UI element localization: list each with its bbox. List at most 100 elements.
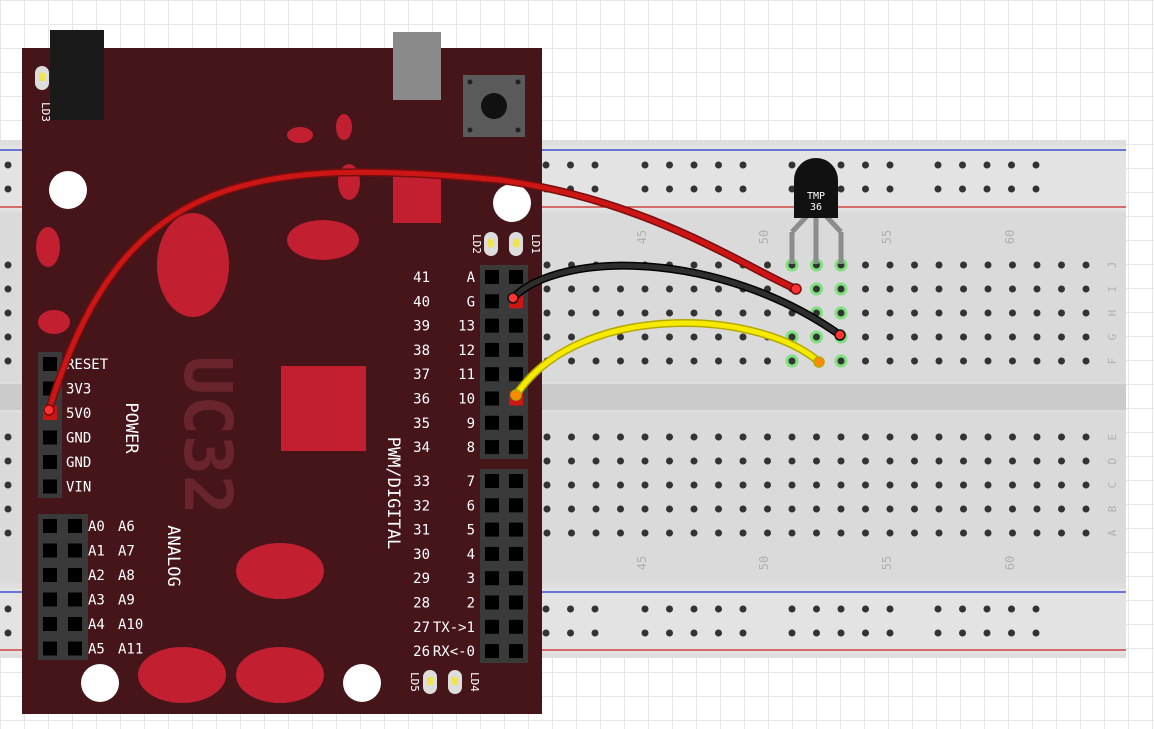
breadboard-hole[interactable] [568, 505, 575, 513]
breadboard-hole[interactable] [788, 505, 796, 513]
breadboard-hole[interactable] [813, 505, 820, 513]
breadboard-hole[interactable] [837, 457, 845, 465]
breadboard-hole[interactable] [960, 433, 967, 441]
wire-endpoint[interactable] [790, 283, 802, 295]
header-pin[interactable] [509, 595, 523, 610]
breadboard-hole[interactable] [543, 529, 551, 537]
breadboard-hole[interactable] [592, 309, 600, 317]
breadboard-hole[interactable] [568, 433, 575, 441]
breadboard-hole[interactable] [862, 357, 869, 365]
rail-hole[interactable] [862, 629, 869, 637]
breadboard-hole[interactable] [837, 285, 845, 293]
breadboard-hole[interactable] [1058, 333, 1065, 341]
breadboard-hole[interactable] [935, 333, 943, 341]
header-pin[interactable] [485, 474, 499, 488]
breadboard-hole[interactable] [641, 457, 649, 465]
rail-hole[interactable] [983, 629, 991, 637]
header-pin[interactable] [485, 391, 499, 406]
breadboard-hole[interactable] [715, 309, 722, 317]
breadboard-hole[interactable] [935, 505, 943, 513]
breadboard-hole[interactable] [1082, 481, 1090, 489]
breadboard-hole[interactable] [690, 261, 698, 269]
header-pin[interactable] [509, 415, 523, 430]
breadboard-hole[interactable] [617, 285, 624, 293]
breadboard-hole[interactable] [788, 481, 796, 489]
breadboard-hole[interactable] [862, 481, 869, 489]
breadboard-hole[interactable] [666, 357, 673, 365]
header-pin[interactable] [509, 546, 523, 561]
breadboard-hole[interactable] [666, 505, 673, 513]
rail-hole[interactable] [641, 605, 649, 613]
breadboard-hole[interactable] [617, 309, 624, 317]
rail-hole[interactable] [934, 605, 942, 613]
breadboard-hole[interactable] [592, 481, 600, 489]
breadboard-hole[interactable] [666, 481, 673, 489]
breadboard-hole[interactable] [4, 261, 12, 269]
breadboard-hole[interactable] [568, 309, 575, 317]
breadboard-hole[interactable] [592, 285, 600, 293]
rail-hole[interactable] [788, 605, 796, 613]
breadboard-hole[interactable] [4, 457, 12, 465]
rail-hole[interactable] [837, 185, 845, 193]
breadboard-hole[interactable] [568, 357, 575, 365]
header-pin[interactable] [68, 617, 82, 631]
breadboard-hole[interactable] [1033, 481, 1041, 489]
breadboard-hole[interactable] [1033, 505, 1041, 513]
breadboard-hole[interactable] [984, 481, 992, 489]
breadboard-hole[interactable] [837, 357, 845, 365]
breadboard-hole[interactable] [568, 285, 575, 293]
breadboard-hole[interactable] [960, 333, 967, 341]
breadboard-hole[interactable] [690, 505, 698, 513]
breadboard-hole[interactable] [862, 433, 869, 441]
breadboard-hole[interactable] [984, 505, 992, 513]
rail-hole[interactable] [788, 161, 796, 169]
breadboard-hole[interactable] [543, 457, 551, 465]
rail-hole[interactable] [837, 605, 845, 613]
header-pin[interactable] [509, 342, 523, 357]
breadboard-hole[interactable] [4, 309, 12, 317]
breadboard-hole[interactable] [862, 285, 869, 293]
breadboard-hole[interactable] [592, 505, 600, 513]
breadboard-hole[interactable] [739, 433, 747, 441]
breadboard-hole[interactable] [715, 261, 722, 269]
breadboard-hole[interactable] [641, 433, 649, 441]
breadboard-hole[interactable] [1009, 357, 1016, 365]
breadboard-hole[interactable] [911, 285, 918, 293]
breadboard-hole[interactable] [813, 333, 820, 341]
breadboard-hole[interactable] [641, 285, 649, 293]
breadboard-hole[interactable] [911, 505, 918, 513]
breadboard-hole[interactable] [715, 333, 722, 341]
breadboard-hole[interactable] [1009, 309, 1016, 317]
breadboard-hole[interactable] [4, 505, 12, 513]
breadboard-hole[interactable] [739, 505, 747, 513]
breadboard-hole[interactable] [886, 505, 894, 513]
rail-hole[interactable] [542, 605, 550, 613]
breadboard-hole[interactable] [739, 357, 747, 365]
rail-hole[interactable] [690, 161, 698, 169]
breadboard-hole[interactable] [666, 457, 673, 465]
breadboard-hole[interactable] [862, 457, 869, 465]
breadboard-hole[interactable] [886, 333, 894, 341]
header-pin[interactable] [509, 270, 523, 284]
breadboard-hole[interactable] [690, 333, 698, 341]
breadboard-hole[interactable] [1082, 505, 1090, 513]
breadboard-hole[interactable] [739, 481, 747, 489]
rail-hole[interactable] [715, 629, 722, 637]
breadboard-hole[interactable] [4, 357, 12, 365]
breadboard-hole[interactable] [1058, 309, 1065, 317]
header-pin[interactable] [509, 318, 523, 333]
rail-hole[interactable] [542, 161, 550, 169]
tmp36-sensor[interactable]: TMP 36 [789, 158, 844, 264]
breadboard-hole[interactable] [886, 261, 894, 269]
power-wire[interactable] [46, 169, 799, 413]
breadboard-hole[interactable] [1082, 529, 1090, 537]
breadboard-hole[interactable] [1033, 309, 1041, 317]
rail-hole[interactable] [4, 161, 12, 169]
breadboard-hole[interactable] [1058, 433, 1065, 441]
rail-hole[interactable] [690, 629, 698, 637]
breadboard-hole[interactable] [1058, 357, 1065, 365]
rail-hole[interactable] [567, 605, 574, 613]
rail-hole[interactable] [739, 185, 747, 193]
breadboard-hole[interactable] [886, 309, 894, 317]
rail-hole[interactable] [567, 629, 574, 637]
